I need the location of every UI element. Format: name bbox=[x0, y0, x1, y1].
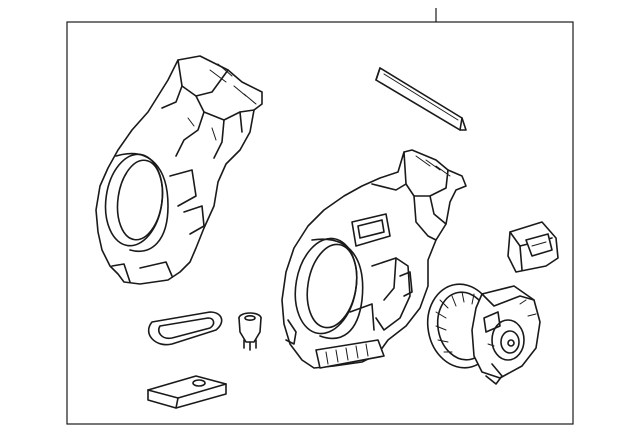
blower-resistor bbox=[507, 221, 559, 273]
upper-case-housing bbox=[95, 55, 263, 285]
cabin-filter bbox=[375, 67, 467, 131]
blower-motor-fan bbox=[426, 283, 541, 385]
gasket-seal bbox=[147, 311, 223, 346]
pad-plate bbox=[147, 375, 227, 409]
connector-plug bbox=[238, 312, 262, 351]
lower-case-housing bbox=[281, 149, 467, 369]
